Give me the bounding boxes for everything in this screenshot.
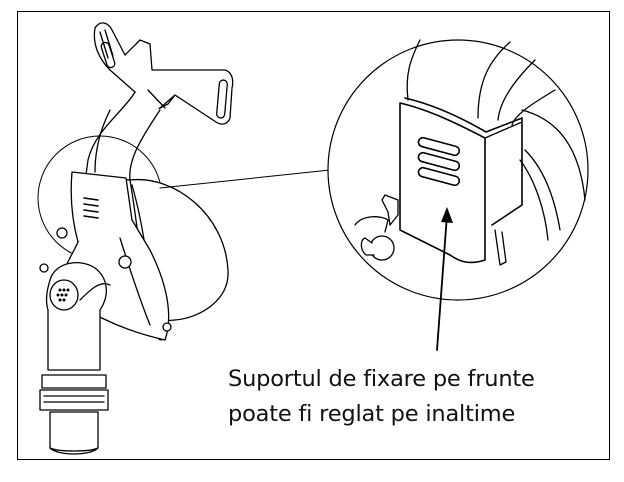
- support-strut: [85, 91, 161, 181]
- forehead-support: [93, 22, 234, 125]
- caption-line-2: poate fi reglat pe inaltime: [228, 401, 516, 427]
- caption-line-1: Suportul de fixare pe frunte: [228, 366, 535, 392]
- pointer-arrow: [436, 207, 453, 351]
- detail-view: [327, 39, 589, 301]
- swivel-tube: [39, 374, 109, 455]
- caption: Suportul de fixare pe frunte poate fi re…: [228, 362, 535, 432]
- elbow-connector: [45, 262, 111, 371]
- callout-leader-line: [159, 169, 331, 189]
